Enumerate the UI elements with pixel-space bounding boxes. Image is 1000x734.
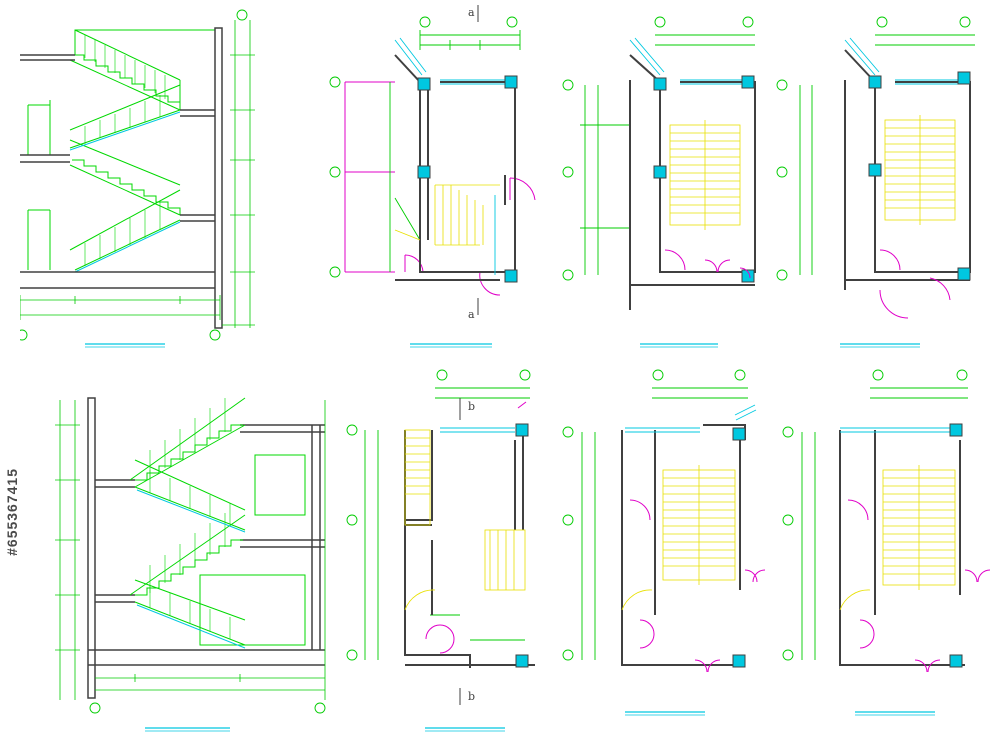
stair-plan-6 bbox=[782, 369, 991, 716]
stair-treads-plan-4 bbox=[404, 429, 526, 611]
stock-id-label: #655367415 bbox=[4, 468, 20, 556]
stair-treads-plan-5 bbox=[621, 465, 736, 611]
watermark-strip: #655367415 bbox=[0, 0, 20, 734]
stair-plan-4: b b bbox=[346, 369, 535, 732]
stair-plan-5 bbox=[562, 369, 766, 716]
section-mark-b-top: b bbox=[468, 400, 475, 413]
stair-treads-plan-6 bbox=[839, 465, 956, 611]
stair-treads-plan-3 bbox=[884, 115, 956, 225]
stair-section-bottom bbox=[55, 397, 326, 732]
section-mark-a-top: a bbox=[468, 6, 475, 19]
section-mark-a-bottom: a bbox=[468, 308, 475, 321]
stair-treads-plan-2 bbox=[669, 120, 741, 230]
stair-section-top bbox=[4, 9, 255, 348]
section-mark-b-bottom: b bbox=[468, 690, 475, 703]
stair-plan-3 bbox=[776, 16, 975, 348]
stair-plan-2 bbox=[562, 16, 756, 348]
stair-plan-1: a a bbox=[329, 5, 536, 348]
